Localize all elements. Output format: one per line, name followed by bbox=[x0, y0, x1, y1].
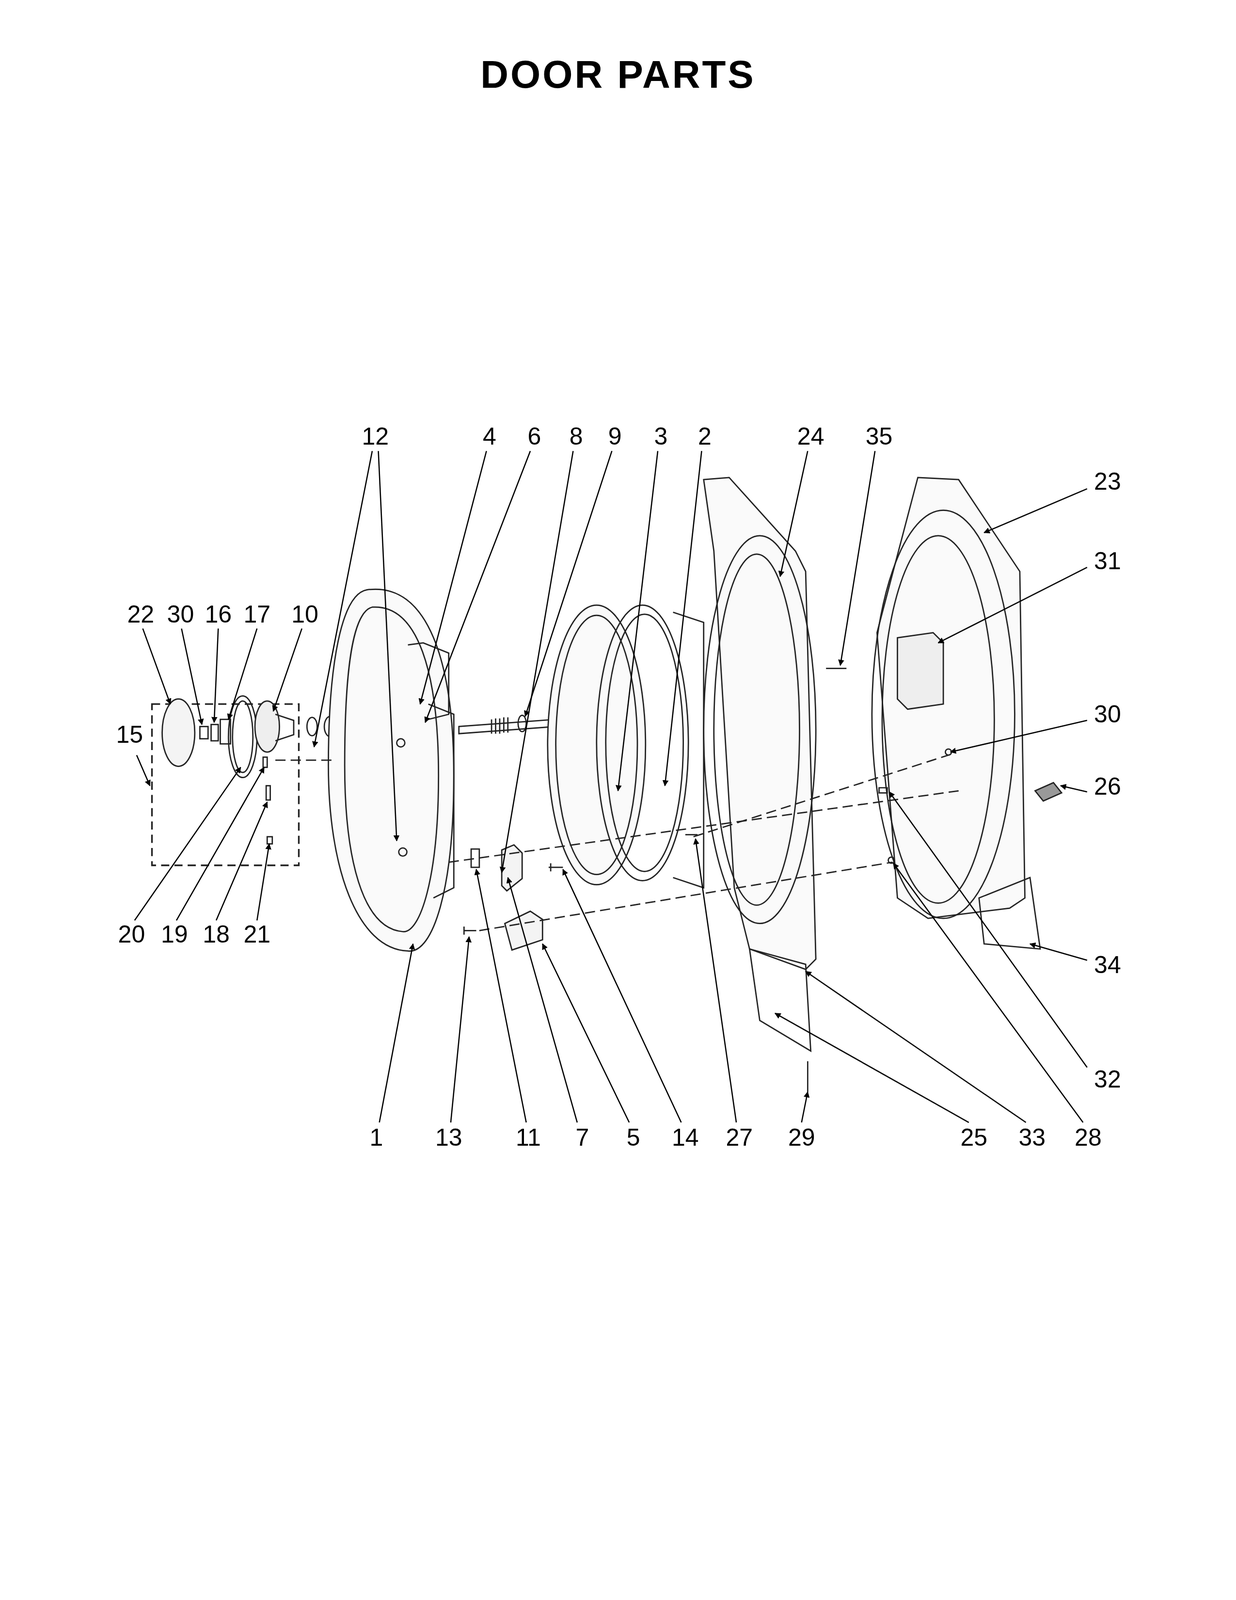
callout-number: 18 bbox=[202, 921, 230, 947]
callout-number: 8 bbox=[569, 424, 584, 449]
callout-number: 17 bbox=[243, 602, 271, 627]
callout-number: 29 bbox=[788, 1125, 816, 1150]
callout-number: 2 bbox=[697, 424, 712, 449]
callout-number: 9 bbox=[608, 424, 622, 449]
callout-number: 21 bbox=[243, 921, 271, 947]
callout-number: 30 bbox=[1093, 701, 1122, 727]
callout-number: 35 bbox=[865, 424, 893, 449]
callout-number: 25 bbox=[960, 1125, 988, 1150]
callout-number: 26 bbox=[1093, 774, 1122, 799]
callout-number: 5 bbox=[626, 1125, 641, 1150]
callout-number: 15 bbox=[115, 722, 143, 747]
callout-number: 13 bbox=[435, 1125, 463, 1150]
callout-number: 20 bbox=[118, 921, 146, 947]
callout-number: 12 bbox=[361, 424, 389, 449]
callout-number: 3 bbox=[653, 424, 668, 449]
callout-number: 6 bbox=[527, 424, 542, 449]
callout-number: 1 bbox=[369, 1125, 383, 1150]
callout-number: 4 bbox=[482, 424, 497, 449]
callout-number: 27 bbox=[726, 1125, 754, 1150]
diagram-title: DOOR PARTS bbox=[480, 55, 756, 95]
callout-number: 31 bbox=[1093, 548, 1122, 573]
callout-number: 10 bbox=[291, 602, 319, 627]
callout-number: 28 bbox=[1074, 1125, 1102, 1150]
callout-number: 14 bbox=[671, 1125, 699, 1150]
callout-number: 24 bbox=[797, 424, 825, 449]
callout-number: 33 bbox=[1018, 1125, 1046, 1150]
callout-number: 19 bbox=[160, 921, 189, 947]
callout-number: 32 bbox=[1093, 1066, 1122, 1092]
callout-number: 23 bbox=[1093, 469, 1122, 494]
callout-number: 30 bbox=[167, 602, 195, 627]
leader-lines bbox=[134, 450, 1088, 1123]
callout-number: 11 bbox=[515, 1125, 541, 1150]
callout-number: 16 bbox=[204, 602, 232, 627]
callout-number: 7 bbox=[575, 1125, 589, 1150]
parts-drawing bbox=[151, 477, 1062, 1092]
callout-number: 22 bbox=[127, 602, 155, 627]
callout-number: 34 bbox=[1093, 952, 1122, 977]
